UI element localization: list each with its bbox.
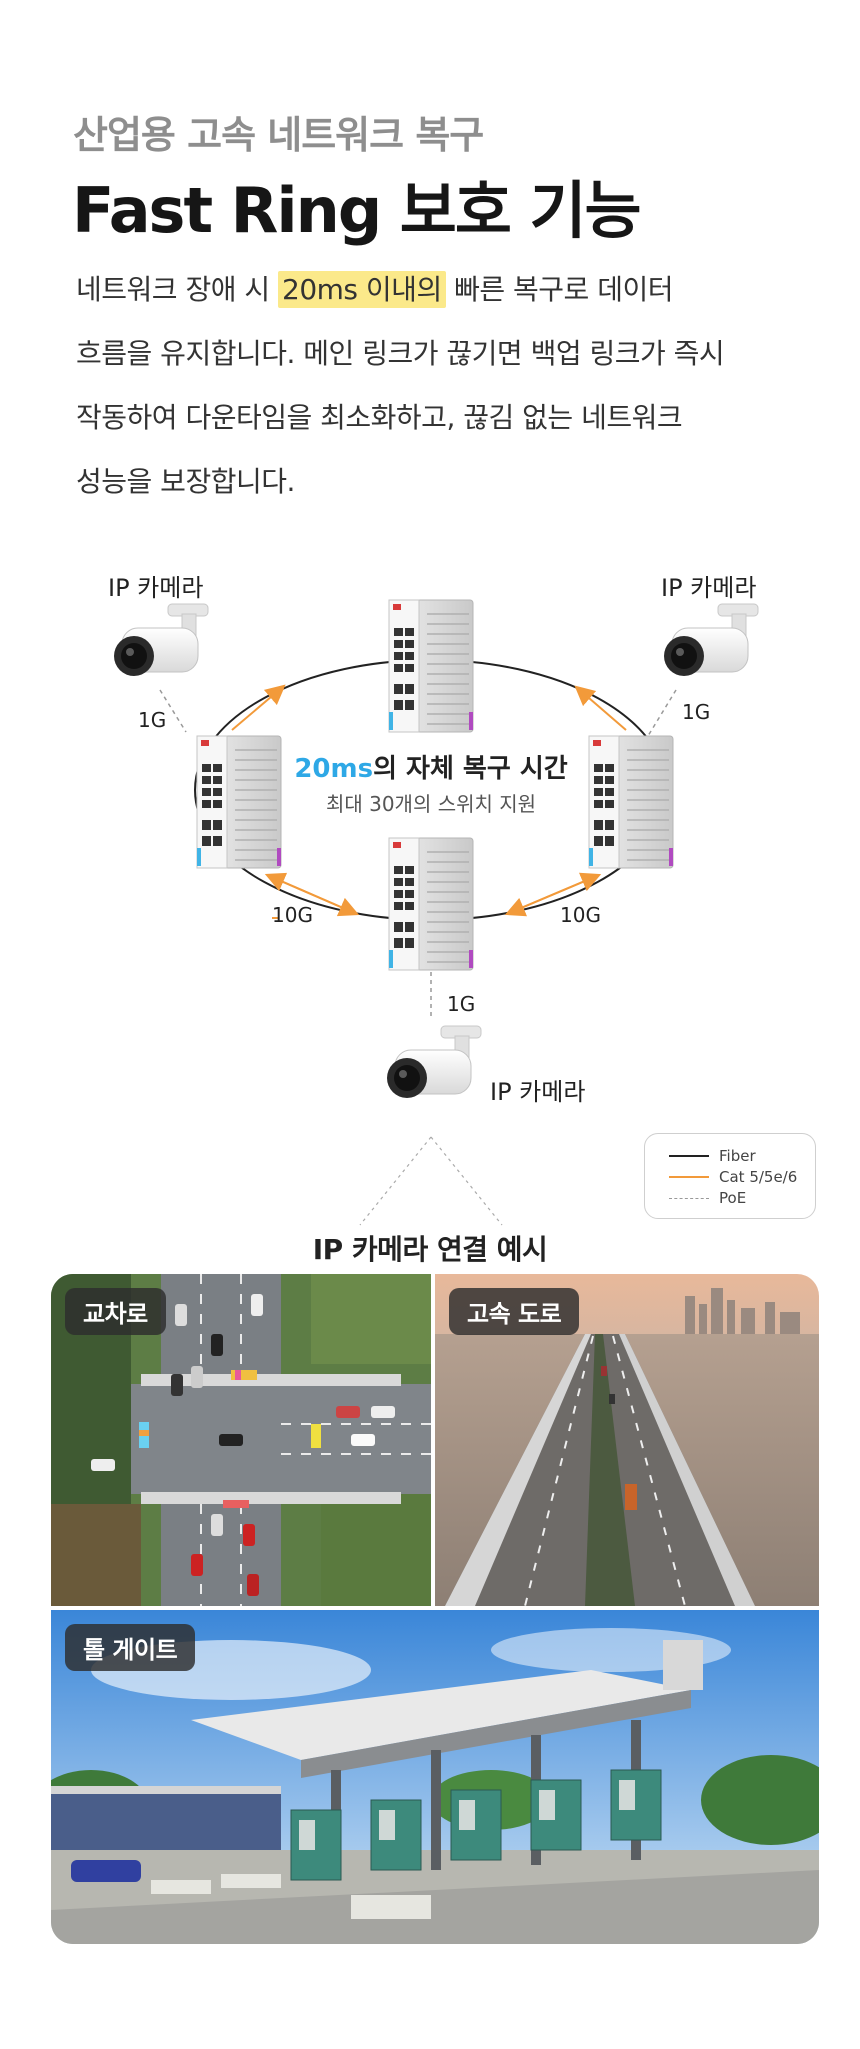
- tollgate-photo: 톨 게이트: [51, 1610, 819, 1944]
- legend-poe: PoE: [669, 1188, 746, 1208]
- description-line-4: 성능을 보장합니다.: [76, 465, 295, 498]
- recovery-time: 20ms의 자체 복구 시간: [294, 754, 568, 784]
- description: 네트워크 장애 시 20ms 이내의 빠른 복구로 데이터 흐름을 유지합니다.…: [76, 258, 796, 514]
- ip-camera-icon: [386, 1025, 482, 1099]
- poe-link: [159, 689, 187, 733]
- tag-highway: 고속 도로: [449, 1288, 580, 1335]
- examples-title: IP 카메라 연결 예시: [312, 1233, 548, 1266]
- switch-support: 최대 30개의 스위치 지원: [325, 792, 537, 816]
- tag-tollgate: 톨 게이트: [65, 1624, 196, 1671]
- example-photos: 교차로: [51, 1274, 819, 1944]
- cat-arrow: [231, 684, 286, 731]
- speed-label: 1G: [447, 992, 476, 1016]
- legend-cat: Cat 5/5e/6: [669, 1167, 797, 1187]
- switch-device-bottom: [388, 837, 474, 971]
- highway-photo: 고속 도로: [435, 1274, 819, 1606]
- connector-line: [359, 1136, 432, 1226]
- camera-label-left: IP 카메라: [108, 574, 204, 602]
- switch-device-right: [588, 735, 674, 869]
- highlight-text: 20ms 이내의: [278, 271, 446, 308]
- description-line-1: 네트워크 장애 시 20ms 이내의 빠른 복구로 데이터: [76, 271, 674, 308]
- ring-diagram: [113, 599, 759, 1226]
- switch-device-left: [196, 735, 282, 869]
- ip-camera-icon: [113, 603, 209, 677]
- page-subtitle: 산업용 고속 네트워크 복구: [73, 113, 484, 157]
- description-line-3: 작동하여 다운타임을 최소화하고, 끊김 없는 네트워크: [76, 401, 683, 434]
- switch-device-top: [388, 599, 474, 733]
- cat-arrow: [574, 685, 627, 731]
- ip-camera-icon: [663, 603, 759, 677]
- speed-label: 10G: [560, 903, 601, 927]
- camera-label-right: IP 카메라: [661, 574, 757, 602]
- page-title: Fast Ring 보호 기능: [72, 174, 642, 247]
- speed-label: 1G: [138, 708, 167, 732]
- camera-label-bottom: IP 카메라: [490, 1078, 586, 1106]
- legend-fiber: Fiber: [669, 1146, 756, 1166]
- poe-link: [647, 689, 677, 737]
- speed-label: 10G: [272, 903, 313, 927]
- description-line-2: 흐름을 유지합니다. 메인 링크가 끊기면 백업 링크가 즉시: [76, 337, 725, 370]
- connector-line: [430, 1136, 503, 1226]
- intersection-photo: 교차로: [51, 1274, 431, 1606]
- tag-intersection: 교차로: [65, 1288, 166, 1335]
- legend: Fiber Cat 5/5e/6 PoE: [644, 1133, 816, 1219]
- speed-label: 1G: [682, 700, 711, 724]
